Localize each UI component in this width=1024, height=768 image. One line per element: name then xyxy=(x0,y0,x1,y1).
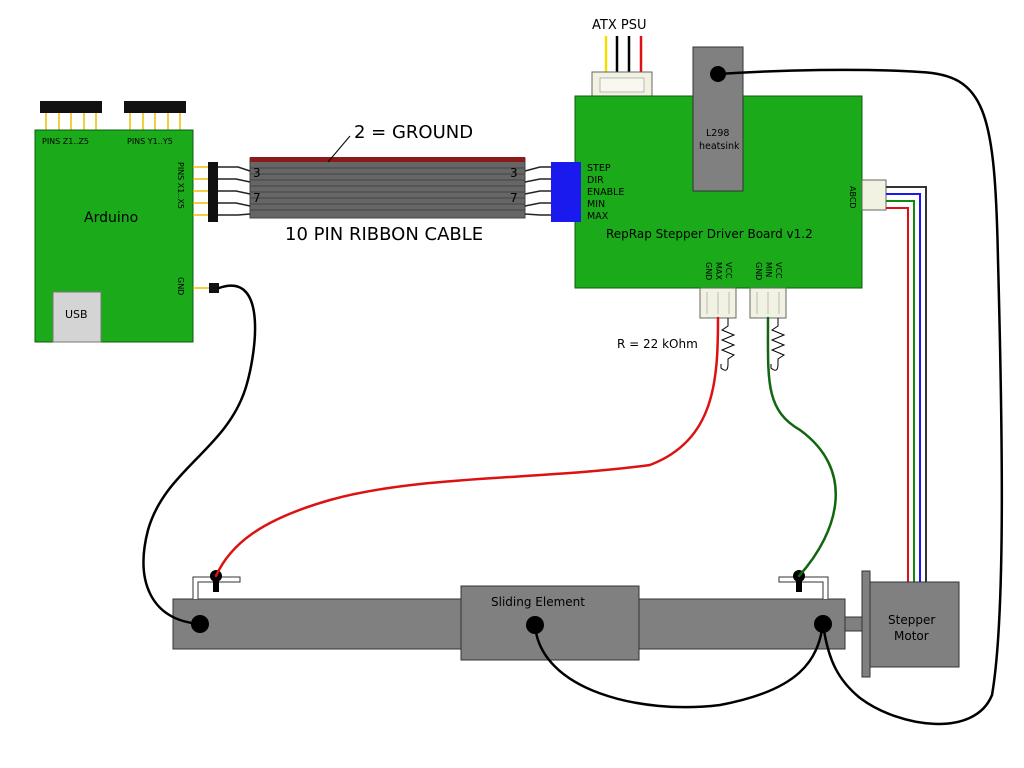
max-header-max: MAX xyxy=(714,262,723,280)
stepper-motor xyxy=(869,581,960,668)
ribbon-pin3-right: 3 xyxy=(510,166,518,180)
side-pins-x xyxy=(193,166,210,216)
motor-flange xyxy=(861,570,871,678)
atx-psu-connector: ATX PSU xyxy=(591,18,653,97)
heatsink-line2: heatsink xyxy=(699,141,740,152)
driver-pin-min: MIN xyxy=(587,199,605,210)
usb-port xyxy=(52,291,102,343)
driver-pin-step: STEP xyxy=(587,163,611,174)
header-pins-z xyxy=(40,101,102,130)
driver-pin-dir: DIR xyxy=(587,175,604,186)
ground-wire-arduino xyxy=(142,284,257,626)
ribbon-label: 10 PIN RIBBON CABLE xyxy=(285,224,483,245)
l298-heatsink: L298 heatsink xyxy=(692,46,744,192)
ribbon-pin7-right: 7 xyxy=(510,191,518,205)
resistor-label: R = 22 kOhm xyxy=(617,337,698,351)
abcd-connector xyxy=(861,179,887,211)
pins-y-label: PINS Y1..Y5 xyxy=(127,137,173,146)
max-header-vcc: VCC xyxy=(724,262,733,279)
ribbon-cable: 3 7 3 7 2 = GROUND 10 PIN RIBBON CABLE xyxy=(218,122,552,245)
driver-pin-max: MAX xyxy=(587,211,609,222)
ribbon-pin3-left: 3 xyxy=(253,166,261,180)
driver-board-label: RepRap Stepper Driver Board v1.2 xyxy=(606,227,813,241)
linear-axis: Sliding Element Stepper Motor xyxy=(172,570,960,678)
heatsink-line1: L298 xyxy=(706,128,729,139)
motor-line2: Motor xyxy=(894,629,929,643)
pullup-resistor-min xyxy=(770,318,786,371)
driver-pin-enable: ENABLE xyxy=(587,187,624,198)
min-header-min: MIN xyxy=(764,262,773,277)
arduino-label: Arduino xyxy=(84,210,138,226)
ground-note: 2 = GROUND xyxy=(354,122,473,143)
sliding-element xyxy=(460,585,640,661)
driver-ribbon-connector xyxy=(551,162,581,222)
abcd-label: ABCD xyxy=(848,186,857,209)
atx-psu-label: ATX PSU xyxy=(592,18,646,33)
max-endstop-wire xyxy=(214,316,720,578)
usb-label: USB xyxy=(65,308,88,321)
header-pins-y xyxy=(124,101,186,130)
min-header-gnd: GND xyxy=(754,262,763,280)
ground-callout-line xyxy=(327,135,351,163)
heatsink-ground-wire xyxy=(716,68,1004,726)
slider-ground-wire xyxy=(533,622,825,709)
gnd-label: GND xyxy=(176,277,185,295)
ribbon-pin7-left: 7 xyxy=(253,191,261,205)
pins-z-label: PINS Z1..Z5 xyxy=(42,137,89,146)
max-endstop-header xyxy=(699,287,737,319)
pullup-resistor-max xyxy=(720,318,736,371)
arduino-ribbon-connector xyxy=(208,162,218,222)
arduino-board: PINS Z1..Z5 PINS Y1..Y5 Arduino PINS X1.… xyxy=(34,101,219,343)
pins-x-label: PINS X1..X5 xyxy=(176,162,185,209)
ribbon-ground-stripe xyxy=(250,157,525,162)
motor-line1: Stepper xyxy=(888,613,935,627)
max-header-gnd: GND xyxy=(704,262,713,280)
min-header-vcc: VCC xyxy=(774,262,783,279)
max-endstop-bracket xyxy=(778,570,829,599)
gnd-connector xyxy=(209,283,219,293)
motor-shaft xyxy=(844,616,864,632)
motor-coil-wires xyxy=(886,186,927,582)
sliding-element-label: Sliding Element xyxy=(491,595,585,609)
min-endstop-header xyxy=(749,287,787,319)
min-endstop-wire xyxy=(766,316,837,578)
